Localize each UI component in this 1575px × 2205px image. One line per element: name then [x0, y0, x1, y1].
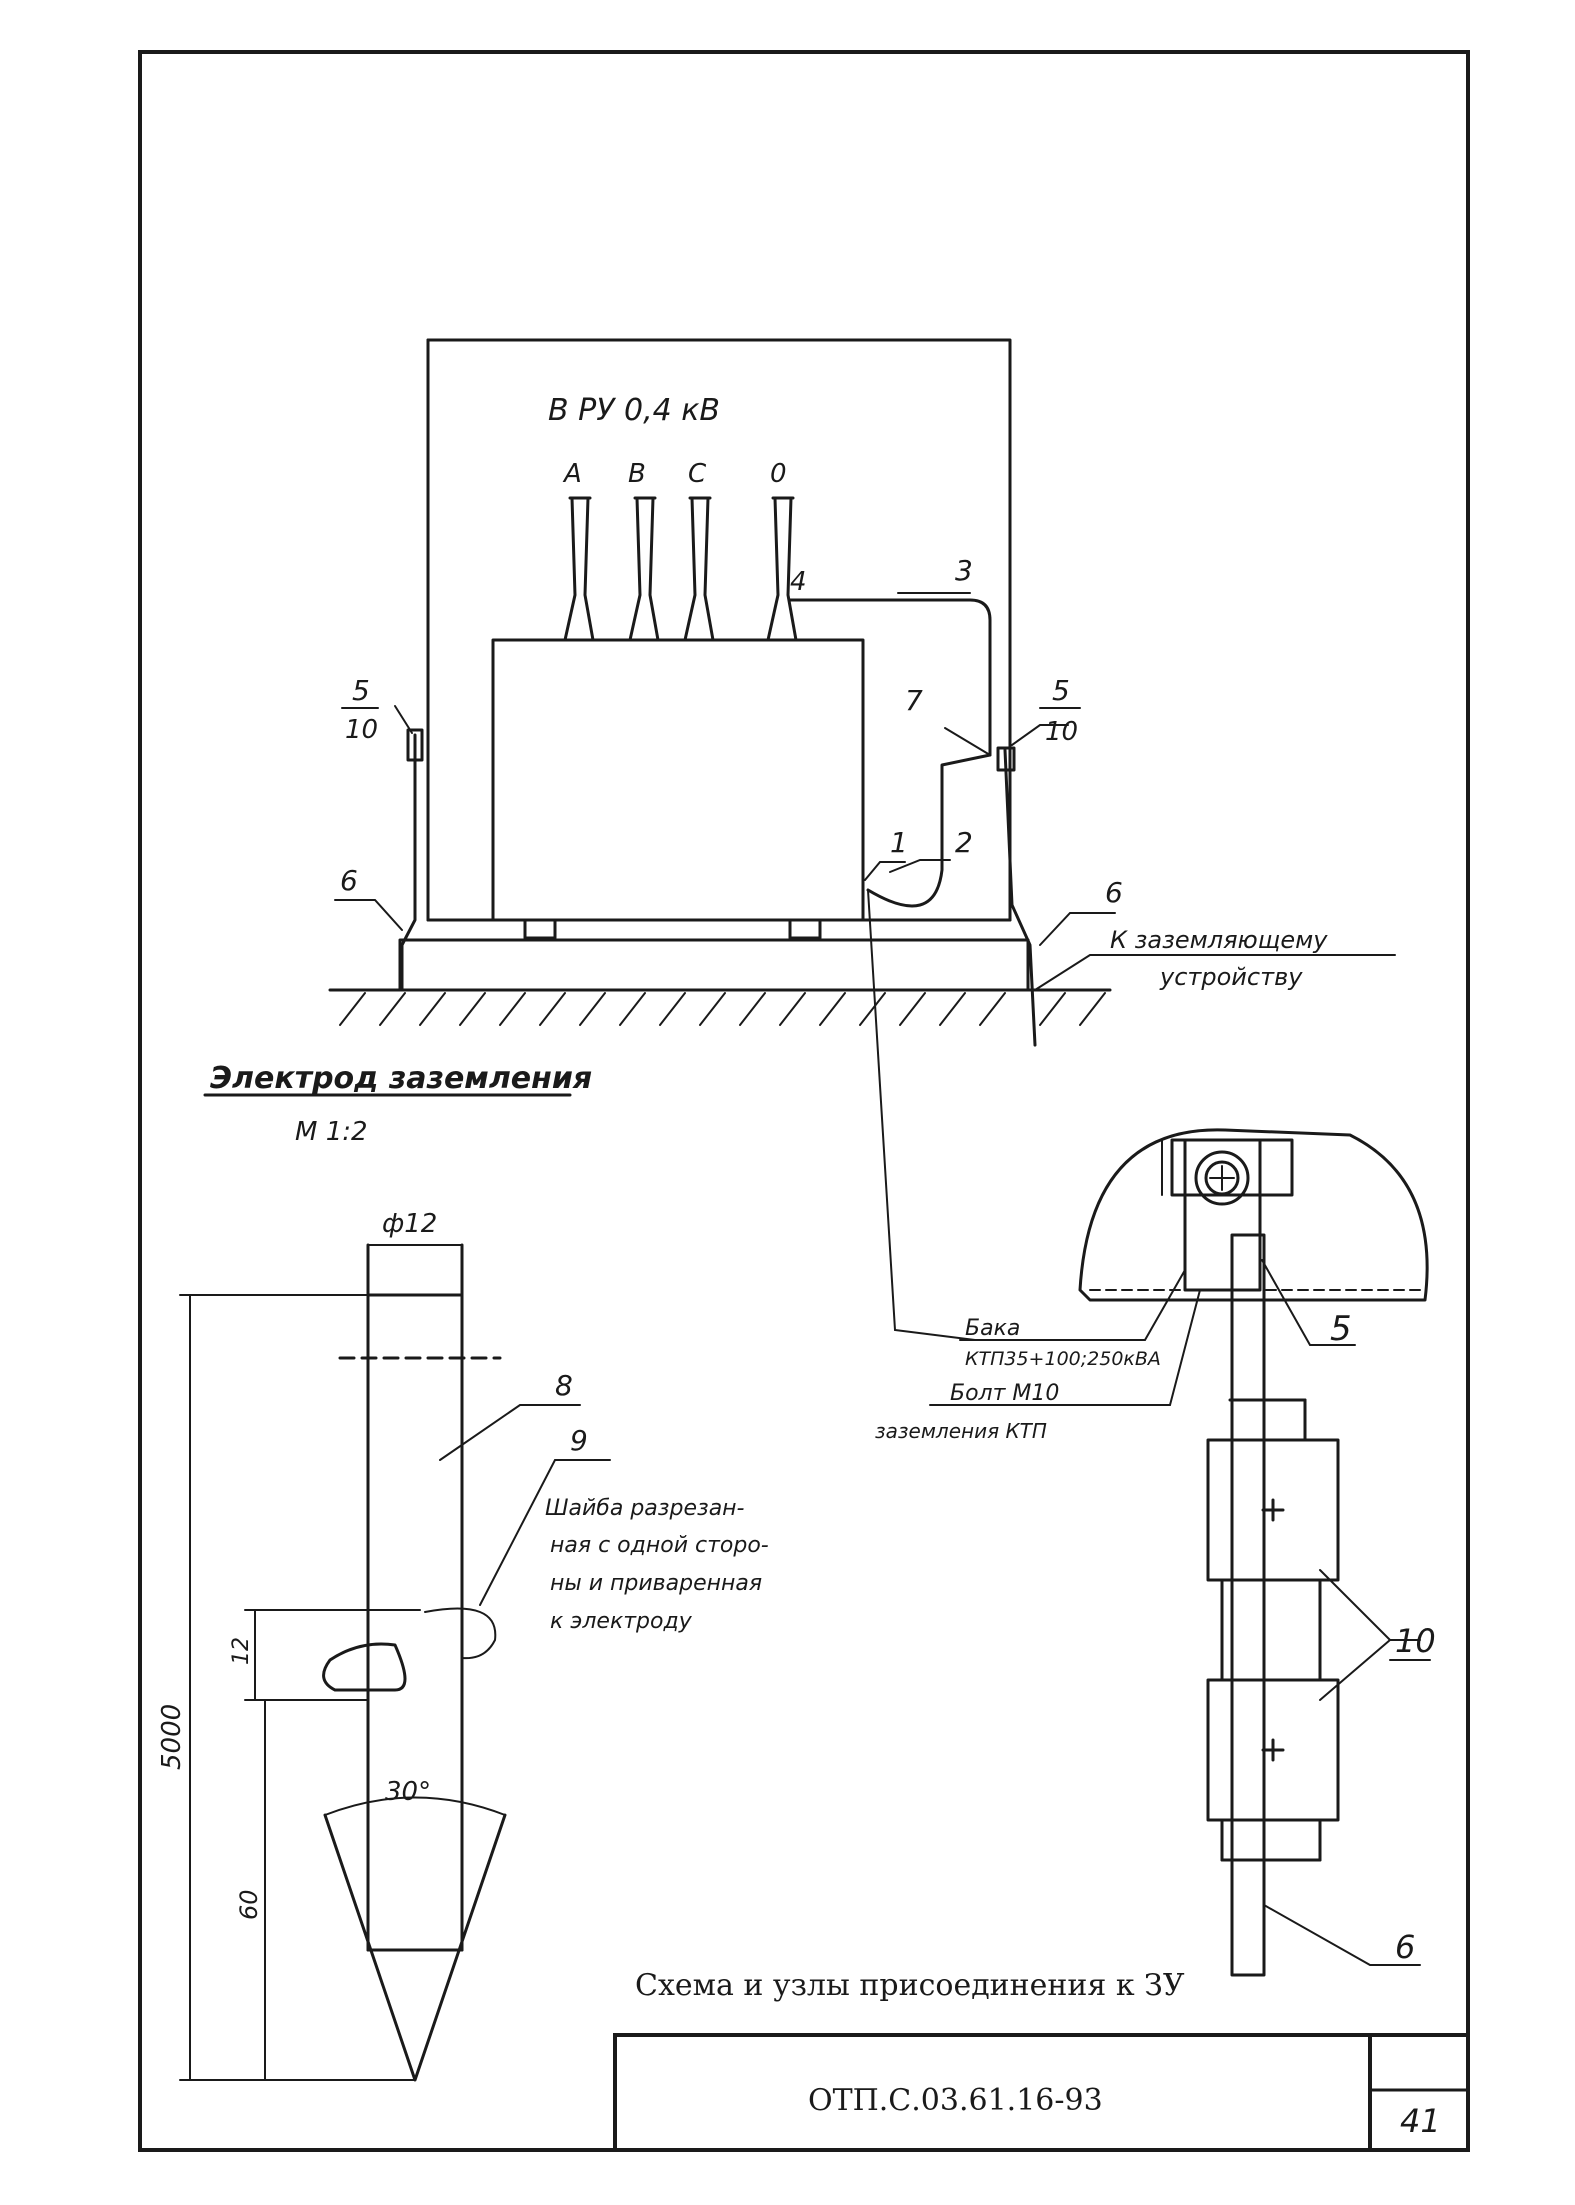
electrode-scale: М 1:2	[295, 1117, 368, 1147]
tank-spec: КТП35+100;250кВА	[965, 1348, 1161, 1370]
title-block	[613, 2033, 1470, 2150]
callout-8: 8	[555, 1369, 573, 1402]
callout-5-left: 5	[352, 674, 370, 707]
bushing-b	[628, 496, 660, 642]
washer	[322, 1642, 407, 1692]
leader-7	[944, 727, 991, 756]
callout-10-left: 10	[345, 715, 378, 745]
dim-5000-label: 5000	[157, 1704, 187, 1770]
tank-ground-strip	[866, 753, 992, 908]
electrode-tip	[323, 1813, 507, 2082]
clamp-10-lower	[1206, 1678, 1340, 1822]
leader-10-lower	[1319, 1639, 1391, 1701]
bushing-c	[683, 496, 715, 642]
callout-10-detail: 10	[1395, 1622, 1436, 1660]
angle-label: 30°	[385, 1777, 431, 1807]
title-block-frame	[613, 2033, 1468, 2150]
ground-strip-6	[1230, 1233, 1266, 1977]
phase-label-c: C	[688, 459, 707, 489]
callout-5-right: 5	[1052, 674, 1070, 707]
drawing-caption: Схема и узлы присоединения к ЗУ	[635, 1968, 1185, 2003]
phase-label-a: A	[562, 459, 582, 489]
leader-2	[889, 859, 951, 873]
electrode-title: Электрод заземления	[210, 1061, 592, 1096]
leader-ground-note	[1034, 954, 1396, 991]
sheet-number: 41	[1400, 2102, 1441, 2140]
leader-8	[439, 1404, 581, 1461]
bolt-note: заземления КТП	[875, 1419, 1047, 1443]
ground-note-line1: К заземляющему	[1110, 926, 1328, 954]
leader-tank	[959, 1269, 1186, 1341]
callout-1: 1	[890, 826, 908, 859]
sheet-frame	[138, 50, 1470, 2152]
right-ground-strip	[1003, 748, 1037, 1047]
bolt-plate	[1183, 1138, 1262, 1292]
callout-6-left: 6	[340, 864, 358, 897]
electrode-diameter: ф12	[382, 1209, 437, 1239]
leader-5-left	[394, 705, 413, 734]
leader-6-detail	[1263, 1904, 1421, 1966]
substation-header: В РУ 0,4 кВ	[548, 393, 720, 428]
leader-bolt	[929, 1289, 1201, 1406]
clamp-10-upper	[1206, 1438, 1340, 1582]
left-ground-strip	[400, 733, 417, 992]
washer-note-line1: Шайба разрезан-	[545, 1496, 745, 1521]
dim-60-label: 60	[235, 1889, 263, 1920]
phase-label-b: B	[628, 459, 646, 489]
bushing-0	[766, 496, 798, 642]
leader-6-left	[334, 899, 403, 931]
right-clamp	[996, 746, 1016, 772]
callout-7: 7	[905, 684, 923, 717]
leader-5-right	[1011, 724, 1069, 746]
tank-foot-right	[788, 918, 822, 940]
dim-12-label: 12	[229, 1637, 254, 1665]
leader-5-detail	[1261, 1259, 1356, 1346]
leader-6-right	[1039, 912, 1116, 946]
enclosure-top	[426, 338, 1012, 922]
bolt-label: Болт М10	[950, 1381, 1059, 1406]
transformer-tank	[491, 638, 865, 922]
tank-label: Бака	[965, 1316, 1020, 1341]
phase-label-0: 0	[770, 459, 787, 489]
ground-hatching	[339, 992, 1106, 1026]
weld-bead	[424, 1607, 497, 1660]
foundation-plinth	[398, 938, 1030, 992]
document-code: ОТП.С.03.61.16-93	[808, 2083, 1103, 2118]
detail-connector	[867, 889, 976, 1341]
bolt-head	[1194, 1150, 1250, 1206]
bolt-detail	[929, 1128, 1431, 1977]
bushing-a	[563, 496, 595, 642]
angle-arc	[324, 1796, 506, 1816]
callout-3: 3	[955, 554, 973, 587]
neutral-conductor	[788, 598, 992, 757]
substation-elevation	[328, 338, 1396, 1341]
callout-10-right: 10	[1045, 717, 1078, 747]
left-clamp	[406, 728, 424, 762]
callout-2: 2	[955, 826, 973, 859]
leader-1	[864, 861, 906, 881]
ground-electrode	[179, 1093, 611, 2082]
callout-6-detail: 6	[1395, 1928, 1415, 1966]
washer-note-line3: ны и приваренная	[550, 1571, 762, 1596]
leader-9	[479, 1459, 611, 1606]
washer-note-line2: ная с одной сторо-	[550, 1533, 769, 1558]
tank-wall-section	[1078, 1128, 1429, 1302]
callout-9: 9	[570, 1424, 588, 1457]
callout-6-right: 6	[1105, 876, 1123, 909]
ground-note-line2: устройству	[1159, 963, 1303, 991]
washer-note-line4: к электроду	[550, 1609, 693, 1634]
tank-foot-left	[523, 918, 557, 940]
callout-4: 4	[790, 567, 807, 597]
callout-5-detail: 5	[1330, 1309, 1352, 1349]
